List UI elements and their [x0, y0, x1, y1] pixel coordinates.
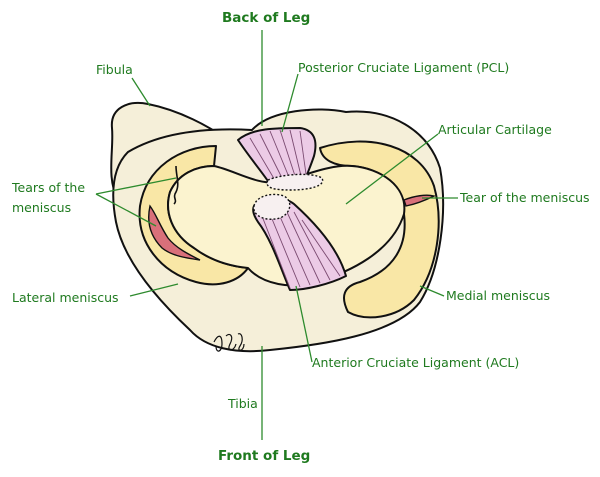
front-of-leg-label: Front of Leg	[218, 448, 310, 464]
leader-lines	[95, 30, 458, 440]
acl-label: Anterior Cruciate Ligament (ACL)	[312, 355, 519, 370]
articular-cartilage-label: Articular Cartilage	[438, 122, 552, 137]
medial-meniscus-label: Medial meniscus	[446, 288, 550, 303]
pcl-ligament	[237, 127, 317, 185]
tears-of-meniscus-label-line2: meniscus	[12, 200, 71, 215]
tibia-label: Tibia	[227, 396, 258, 411]
tears-of-meniscus-label-line1: Tears of the	[11, 180, 85, 195]
pcl-insertion-dotted	[266, 173, 324, 191]
lateral-meniscus-radial-tear	[148, 204, 201, 261]
tear-of-meniscus-label: Tear of the meniscus	[459, 190, 590, 205]
fibula-label: Fibula	[96, 62, 133, 77]
back-of-leg-label: Back of Leg	[222, 10, 310, 26]
pcl-fibers	[249, 129, 307, 183]
lateral-meniscus-label: Lateral meniscus	[12, 290, 119, 305]
artist-signature	[213, 333, 245, 352]
acl-fibers	[261, 209, 341, 289]
lateral-meniscus-flap-tear	[173, 165, 179, 205]
pcl-label: Posterior Cruciate Ligament (PCL)	[298, 60, 509, 75]
acl-insertion-dotted	[253, 193, 291, 220]
